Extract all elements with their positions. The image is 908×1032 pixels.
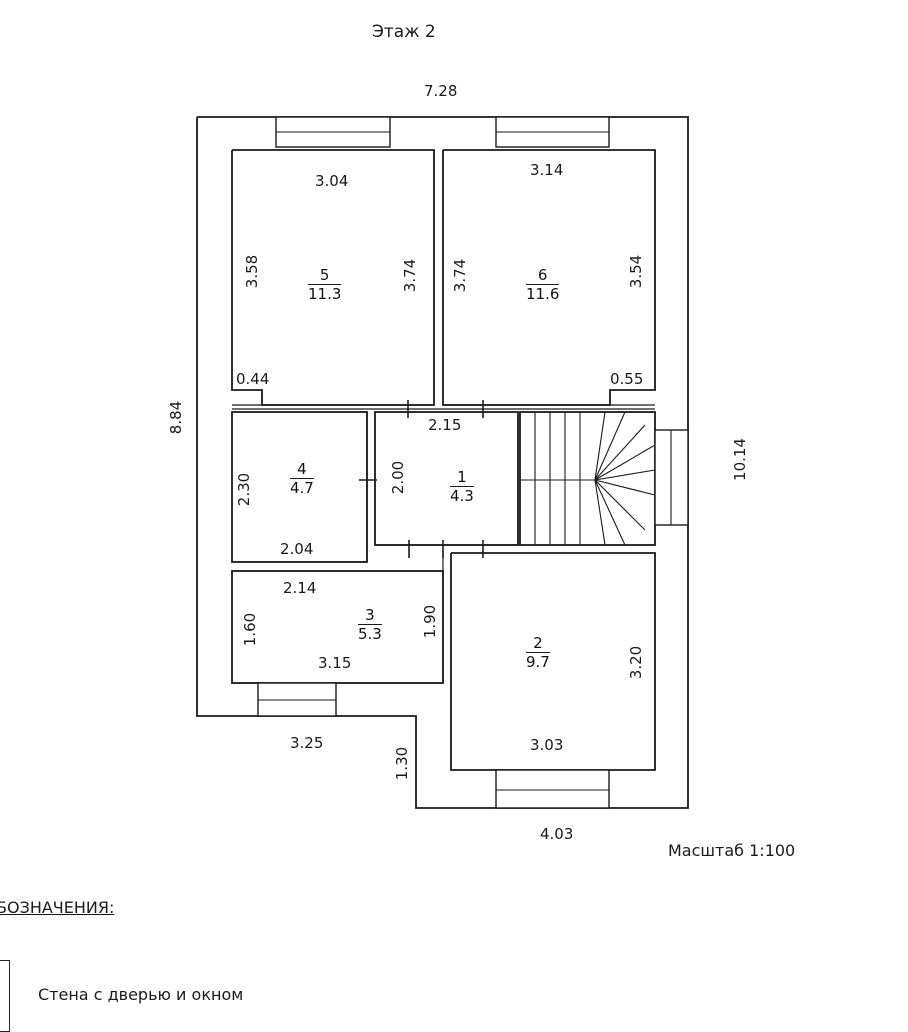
room-area: 11.3 bbox=[308, 284, 342, 303]
legend-item: Стена с дверью и окном bbox=[38, 985, 244, 1004]
room-1-label: 1 4.3 bbox=[450, 469, 474, 505]
room-4-label: 4 4.7 bbox=[290, 461, 314, 497]
dim-r3-top: 2.14 bbox=[283, 579, 317, 597]
dim-left-height: 8.84 bbox=[167, 400, 186, 435]
room-number: 1 bbox=[450, 469, 474, 487]
scale-label: Масштаб 1:100 bbox=[668, 841, 796, 860]
dim-r6-niche: 0.55 bbox=[610, 370, 644, 388]
dim-top-width: 7.28 bbox=[424, 82, 458, 100]
dim-bottom-width: 4.03 bbox=[540, 825, 574, 843]
room-number: 4 bbox=[290, 461, 314, 479]
room-5-label: 5 11.3 bbox=[308, 267, 342, 303]
dim-r2-right: 3.20 bbox=[627, 645, 646, 680]
room-area: 4.7 bbox=[290, 478, 314, 497]
room-number: 6 bbox=[526, 267, 560, 285]
room-area: 11.6 bbox=[526, 284, 560, 303]
legend-swatch bbox=[0, 960, 10, 1032]
dim-r1-top: 2.15 bbox=[428, 416, 462, 434]
dim-r6-left: 3.74 bbox=[451, 258, 470, 293]
dim-r6-right: 3.54 bbox=[627, 254, 646, 289]
room-2-outline bbox=[450, 552, 656, 771]
dim-r5-right: 3.74 bbox=[401, 258, 420, 293]
room-3-label: 3 5.3 bbox=[358, 607, 382, 643]
dim-r4-left: 2.30 bbox=[235, 472, 254, 507]
window-bottom-right bbox=[495, 769, 610, 809]
dim-r1-left: 2.00 bbox=[389, 460, 408, 495]
room-area: 9.7 bbox=[526, 652, 550, 671]
dim-left-bottom: 3.25 bbox=[290, 734, 324, 752]
dim-r4-bottom: 2.04 bbox=[280, 540, 314, 558]
dim-r3-left: 1.60 bbox=[241, 612, 260, 647]
room-number: 2 bbox=[526, 635, 550, 653]
dim-r3-right: 1.90 bbox=[421, 604, 440, 639]
dim-r5-left: 3.58 bbox=[243, 254, 262, 289]
room-2-label: 2 9.7 bbox=[526, 635, 550, 671]
dim-step: 1.30 bbox=[393, 746, 412, 781]
dim-r2-bottom: 3.03 bbox=[530, 736, 564, 754]
dim-r6-top: 3.14 bbox=[530, 161, 564, 179]
room-number: 3 bbox=[358, 607, 382, 625]
dim-r3-bottom: 3.15 bbox=[318, 654, 352, 672]
room-number: 5 bbox=[308, 267, 342, 285]
room-area: 5.3 bbox=[358, 624, 382, 643]
floor-title: Этаж 2 bbox=[372, 22, 436, 42]
dim-r5-top: 3.04 bbox=[315, 172, 349, 190]
room-area: 4.3 bbox=[450, 486, 474, 505]
legend-heading: БОЗНАЧЕНИЯ: bbox=[0, 898, 115, 917]
dim-r5-niche: 0.44 bbox=[236, 370, 270, 388]
staircase bbox=[519, 411, 656, 546]
outer-wall bbox=[196, 116, 689, 809]
room-6-label: 6 11.6 bbox=[526, 267, 560, 303]
dim-right-height: 10.14 bbox=[730, 438, 749, 481]
